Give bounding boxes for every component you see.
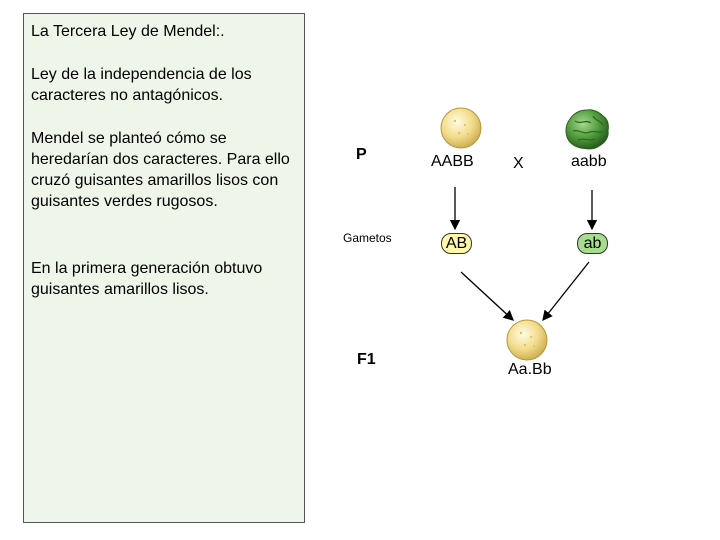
parent2-genotype: aabb [571, 153, 607, 170]
parent1-genotype: AABB [431, 153, 474, 170]
cross-symbol: X [513, 155, 524, 172]
experiment-description: Mendel se planteó cómo se heredarían dos… [31, 130, 290, 210]
law-statement: Ley de la independencia de los caractere… [31, 66, 252, 104]
f1-yellow-smooth-pea-icon [506, 319, 548, 361]
arrow-gamete1-to-f1 [460, 271, 514, 321]
explanation-panel: La Tercera Ley de Mendel:. Ley de la ind… [23, 13, 305, 523]
green-wrinkled-pea-icon [565, 109, 609, 150]
gamete1-badge: AB [441, 233, 472, 254]
row-label-parental: P [356, 146, 367, 163]
row-label-f1: F1 [357, 351, 376, 368]
yellow-smooth-pea-icon [440, 107, 482, 149]
panel-title: La Tercera Ley de Mendel:. [31, 23, 225, 40]
row-label-gametes: Gametos [343, 231, 392, 245]
f1-genotype: Aa.Bb [508, 361, 552, 378]
arrow-gamete2-to-f1 [542, 261, 590, 322]
first-generation-result: En la primera generación obtuvo guisante… [31, 260, 263, 298]
gamete2-badge: ab [577, 233, 608, 254]
